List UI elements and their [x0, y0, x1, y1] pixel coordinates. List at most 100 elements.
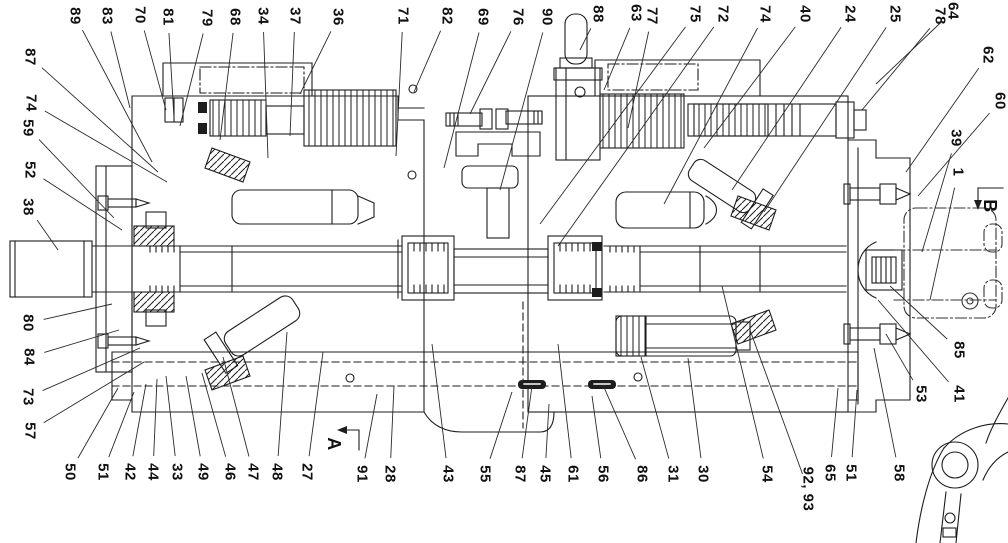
right-cylinder-block [599, 93, 867, 149]
callout-leader-line [44, 329, 120, 353]
callout-leader-line [663, 27, 758, 205]
callout-label-52: 52 [22, 161, 39, 179]
callout-leader-line [413, 30, 442, 93]
callout-leader-line [469, 31, 512, 115]
callout-leader-line [395, 31, 403, 157]
drive-shaft-stub [9, 240, 93, 298]
flange-bolt-lower [97, 333, 151, 349]
callout-label-60: 60 [992, 92, 1008, 110]
center-section [401, 13, 603, 433]
callout-leader-line [875, 21, 942, 85]
callout-label-92-93: 92, 93 [800, 467, 817, 512]
top-stud-pin [553, 13, 603, 81]
callout-label-78: 78 [932, 7, 949, 25]
section-marker-letters: AB [324, 199, 1000, 451]
callout-label-51: 51 [843, 464, 860, 482]
callout-leader-line [579, 28, 592, 51]
callout-leader-line [143, 30, 167, 111]
center-foot [423, 411, 555, 433]
callout-leader-line [153, 378, 158, 457]
callout-label-28: 28 [382, 465, 399, 483]
section-marker-a: A [324, 437, 344, 451]
callout-label-63: 63 [628, 4, 645, 22]
pump-cross-section-drawing [9, 13, 1008, 543]
callout-leader-line [431, 343, 447, 459]
callout-leader-line [557, 343, 572, 459]
callout-leader-line [108, 391, 135, 458]
callout-leader-line [861, 28, 931, 111]
callout-label-34: 34 [255, 7, 272, 25]
front-flange [95, 165, 167, 373]
callout-label-86: 86 [634, 465, 651, 483]
callout-leader-line [308, 351, 324, 457]
callout-leader-line [603, 27, 631, 91]
callout-leader-line [851, 389, 858, 458]
callout-label-84: 84 [21, 348, 38, 366]
mounting-base [111, 351, 859, 413]
callout-label-42: 42 [122, 463, 139, 481]
callout-label-27: 27 [299, 463, 316, 481]
callout-label-91: 91 [354, 465, 371, 483]
callout-leader-line [165, 375, 176, 457]
callout-leader-line [219, 32, 234, 141]
callout-leader-line [43, 303, 113, 320]
callout-leader-line [168, 32, 175, 119]
taper-bearing [730, 309, 777, 345]
callout-label-59: 59 [20, 119, 37, 137]
main-shaft-left [91, 225, 403, 313]
callout-label-87: 87 [512, 465, 529, 483]
callout-label-68: 68 [227, 8, 244, 26]
callout-label-1: 1 [950, 168, 967, 177]
callout-leader-line [831, 387, 839, 458]
callout-label-73: 73 [20, 388, 37, 406]
plug-hole [407, 170, 417, 180]
callout-label-64: 64 [945, 2, 962, 20]
end-cap-bolt-upper [843, 183, 912, 205]
callout-label-38: 38 [20, 198, 37, 216]
callout-label-51: 51 [95, 463, 112, 481]
callout-label-69: 69 [475, 8, 492, 26]
callout-label-81: 81 [160, 8, 177, 26]
main-shaft-right [592, 242, 847, 297]
callout-leader-line [390, 385, 395, 459]
callout-leader-line [602, 384, 636, 460]
spline-coupling-right [547, 235, 603, 301]
callout-leader-line [38, 139, 115, 219]
callout-leader-line [627, 31, 650, 129]
callout-leader-line [185, 375, 201, 457]
callout-label-31: 31 [665, 465, 682, 483]
taper-bearing [730, 195, 777, 231]
callout-label-77: 77 [644, 7, 661, 25]
left-rotating-group [203, 147, 375, 391]
callout-label-90: 90 [539, 8, 556, 26]
callout-label-80: 80 [20, 314, 37, 332]
callout-leader-line [44, 110, 168, 183]
servo-cylinder [615, 315, 751, 357]
callout-label-39: 39 [948, 129, 965, 147]
callout-label-89: 89 [67, 7, 84, 25]
callout-leader-line [591, 395, 602, 459]
callout-leader-line [687, 357, 702, 459]
callout-label-88: 88 [590, 5, 607, 23]
callout-leader-line [43, 361, 145, 424]
callout-label-41: 41 [951, 385, 968, 403]
callout-leader-line [489, 391, 513, 459]
callout-label-87: 87 [22, 48, 39, 66]
taper-bearing [204, 147, 251, 183]
callout-label-65: 65 [822, 464, 839, 482]
plug-hole [408, 84, 418, 94]
callout-leader-line [42, 347, 141, 391]
callout-leader-line [289, 31, 295, 137]
callout-label-83: 83 [99, 7, 116, 25]
callout-leader-line [110, 31, 131, 109]
callout-label-24: 24 [842, 5, 859, 23]
callout-label-71: 71 [395, 7, 412, 25]
callout-leader-line [82, 29, 153, 163]
shaft-bearing [133, 291, 175, 313]
callout-label-62: 62 [980, 46, 997, 64]
callout-leader-line [521, 385, 533, 459]
callout-label-48: 48 [269, 463, 286, 481]
callout-label-70: 70 [132, 6, 149, 24]
flange-bolt-upper [97, 195, 151, 211]
